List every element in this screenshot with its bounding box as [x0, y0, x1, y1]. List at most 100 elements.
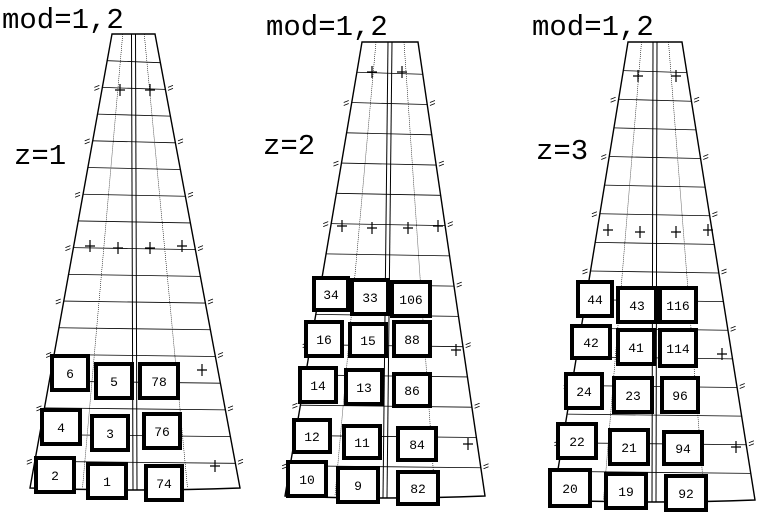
tick-mark	[217, 352, 224, 358]
row-line	[341, 162, 436, 166]
row-line	[87, 167, 181, 170]
row-line	[618, 98, 692, 102]
channel-label: 5	[110, 375, 118, 390]
quarter-line	[668, 41, 705, 501]
channel-box	[312, 276, 350, 312]
channel-box	[336, 466, 380, 504]
row-line	[356, 71, 423, 75]
channel-box	[392, 320, 432, 358]
tick-mark	[438, 160, 445, 167]
cross-marker	[433, 220, 443, 232]
row-line	[336, 192, 441, 196]
cross-marker	[397, 66, 407, 78]
channel-box	[390, 280, 432, 318]
tick-mark	[748, 440, 755, 447]
channel-label: 13	[356, 381, 372, 396]
channel-box	[576, 280, 614, 318]
tick-mark	[474, 402, 480, 409]
center-line	[131, 33, 134, 491]
tick-mark	[187, 191, 194, 198]
channel-box	[298, 366, 338, 404]
tick-mark	[429, 100, 436, 106]
channel-label: 34	[323, 288, 339, 303]
tick-mark	[197, 245, 204, 252]
channel-label: 1	[103, 475, 111, 490]
panel-1-wedge	[26, 33, 244, 491]
channel-label: 42	[583, 336, 599, 351]
channel-box	[548, 468, 592, 508]
cross-marker	[197, 364, 207, 376]
panel-2-title: mod=1,2	[266, 11, 388, 44]
cross-marker	[451, 344, 461, 356]
tick-mark	[739, 383, 745, 389]
cross-marker	[403, 222, 413, 234]
cross-marker	[145, 84, 155, 96]
channel-label: 33	[362, 291, 378, 306]
channel-box	[286, 460, 328, 498]
cross-marker	[671, 226, 681, 238]
channel-box	[556, 422, 598, 460]
channel-box	[608, 428, 650, 466]
row-line	[68, 273, 201, 277]
quarter-line	[603, 41, 642, 501]
row-line	[599, 213, 710, 217]
row-line	[567, 413, 742, 417]
channel-label: 21	[621, 441, 637, 456]
tick-mark	[343, 100, 349, 106]
tick-mark	[610, 96, 616, 103]
cross-marker	[463, 438, 473, 450]
channel-box	[570, 324, 612, 360]
tick-mark	[483, 463, 489, 470]
row-line	[623, 70, 687, 74]
row-line	[590, 270, 719, 274]
tick-mark	[456, 281, 462, 288]
channel-box	[604, 472, 648, 510]
channel-box	[94, 362, 134, 400]
channel-box	[138, 362, 180, 400]
tick-mark	[65, 245, 71, 252]
row-line	[102, 87, 166, 90]
tick-mark	[26, 458, 32, 465]
channel-label: 24	[576, 385, 592, 400]
tick-mark	[333, 160, 339, 167]
center-line	[386, 41, 393, 499]
cross-marker	[145, 242, 155, 254]
row-line	[83, 193, 186, 197]
channel-label: 106	[399, 293, 422, 308]
row-line	[58, 327, 211, 331]
channel-box	[348, 322, 388, 358]
cross-marker	[603, 224, 613, 236]
cross-marker	[85, 240, 95, 252]
channel-label: 114	[666, 342, 690, 357]
tick-mark	[94, 85, 100, 91]
tick-mark	[582, 268, 588, 275]
channel-box	[344, 368, 384, 406]
tick-mark	[74, 191, 81, 198]
cross-marker	[633, 70, 643, 82]
tick-mark	[601, 154, 607, 160]
channel-label: 74	[156, 477, 172, 492]
row-line	[595, 241, 714, 245]
panel-2-z-label: z=2	[263, 130, 315, 163]
tick-mark	[207, 298, 214, 305]
row-line	[351, 102, 427, 105]
row-line	[609, 156, 701, 159]
channel-label: 15	[360, 334, 376, 349]
tick-mark	[323, 221, 329, 227]
tick-mark	[693, 96, 700, 103]
channel-box	[660, 376, 700, 414]
cross-marker	[210, 460, 220, 472]
channel-box	[612, 376, 654, 414]
panel-1-title: mod=1,2	[2, 4, 124, 37]
channel-label: 44	[587, 293, 603, 308]
cross-marker	[177, 240, 187, 252]
channel-label: 3	[106, 427, 114, 442]
row-line	[92, 140, 176, 144]
tick-mark	[177, 138, 184, 145]
row-line	[73, 247, 196, 251]
